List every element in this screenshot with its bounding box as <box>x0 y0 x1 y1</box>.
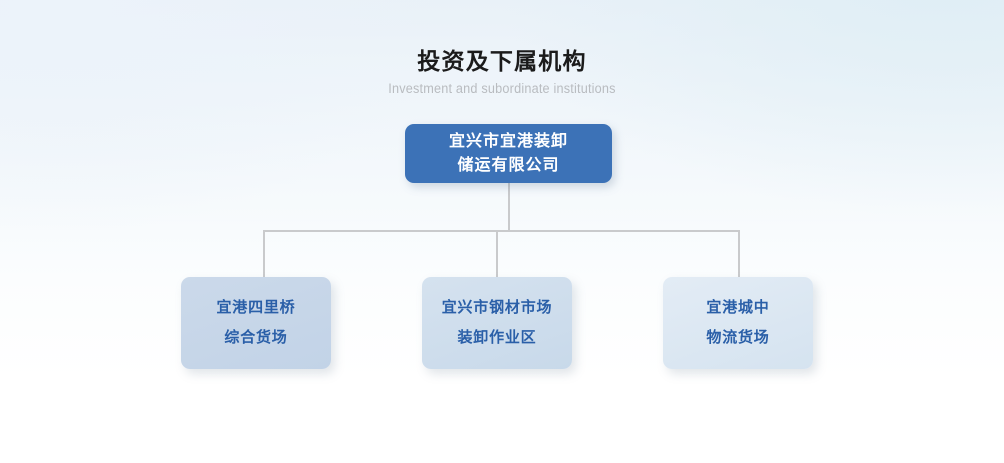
connector-drop-2 <box>738 230 740 278</box>
page-heading: 投资及下属机构 Investment and subordinate insti… <box>0 46 1004 98</box>
connector-drop-0 <box>263 230 265 278</box>
org-node-child-2-line-2: 装卸作业区 <box>457 329 537 346</box>
connector-root-stem <box>508 183 510 231</box>
page-subtitle: Investment and subordinate institutions <box>388 81 616 96</box>
org-node-root-line-1: 宜兴市宜港装卸 <box>448 132 568 150</box>
org-node-root-line-2: 储运有限公司 <box>457 156 560 174</box>
org-node-child-2[interactable]: 宜兴市钢材市场 装卸作业区 <box>422 277 572 369</box>
org-node-child-3[interactable]: 宜港城中 物流货场 <box>663 277 813 369</box>
org-node-child-3-line-2: 物流货场 <box>706 329 770 346</box>
connector-horizontal-bar <box>263 230 740 232</box>
org-node-child-3-line-1: 宜港城中 <box>706 299 770 316</box>
org-node-child-1-line-2: 综合货场 <box>224 329 288 346</box>
org-node-child-1[interactable]: 宜港四里桥 综合货场 <box>181 277 331 369</box>
connector-drop-1 <box>496 230 498 278</box>
page-title: 投资及下属机构 <box>417 48 587 74</box>
org-node-child-1-line-1: 宜港四里桥 <box>216 299 296 316</box>
org-node-root[interactable]: 宜兴市宜港装卸 储运有限公司 <box>405 124 612 183</box>
org-node-child-2-line-1: 宜兴市钢材市场 <box>441 299 553 316</box>
